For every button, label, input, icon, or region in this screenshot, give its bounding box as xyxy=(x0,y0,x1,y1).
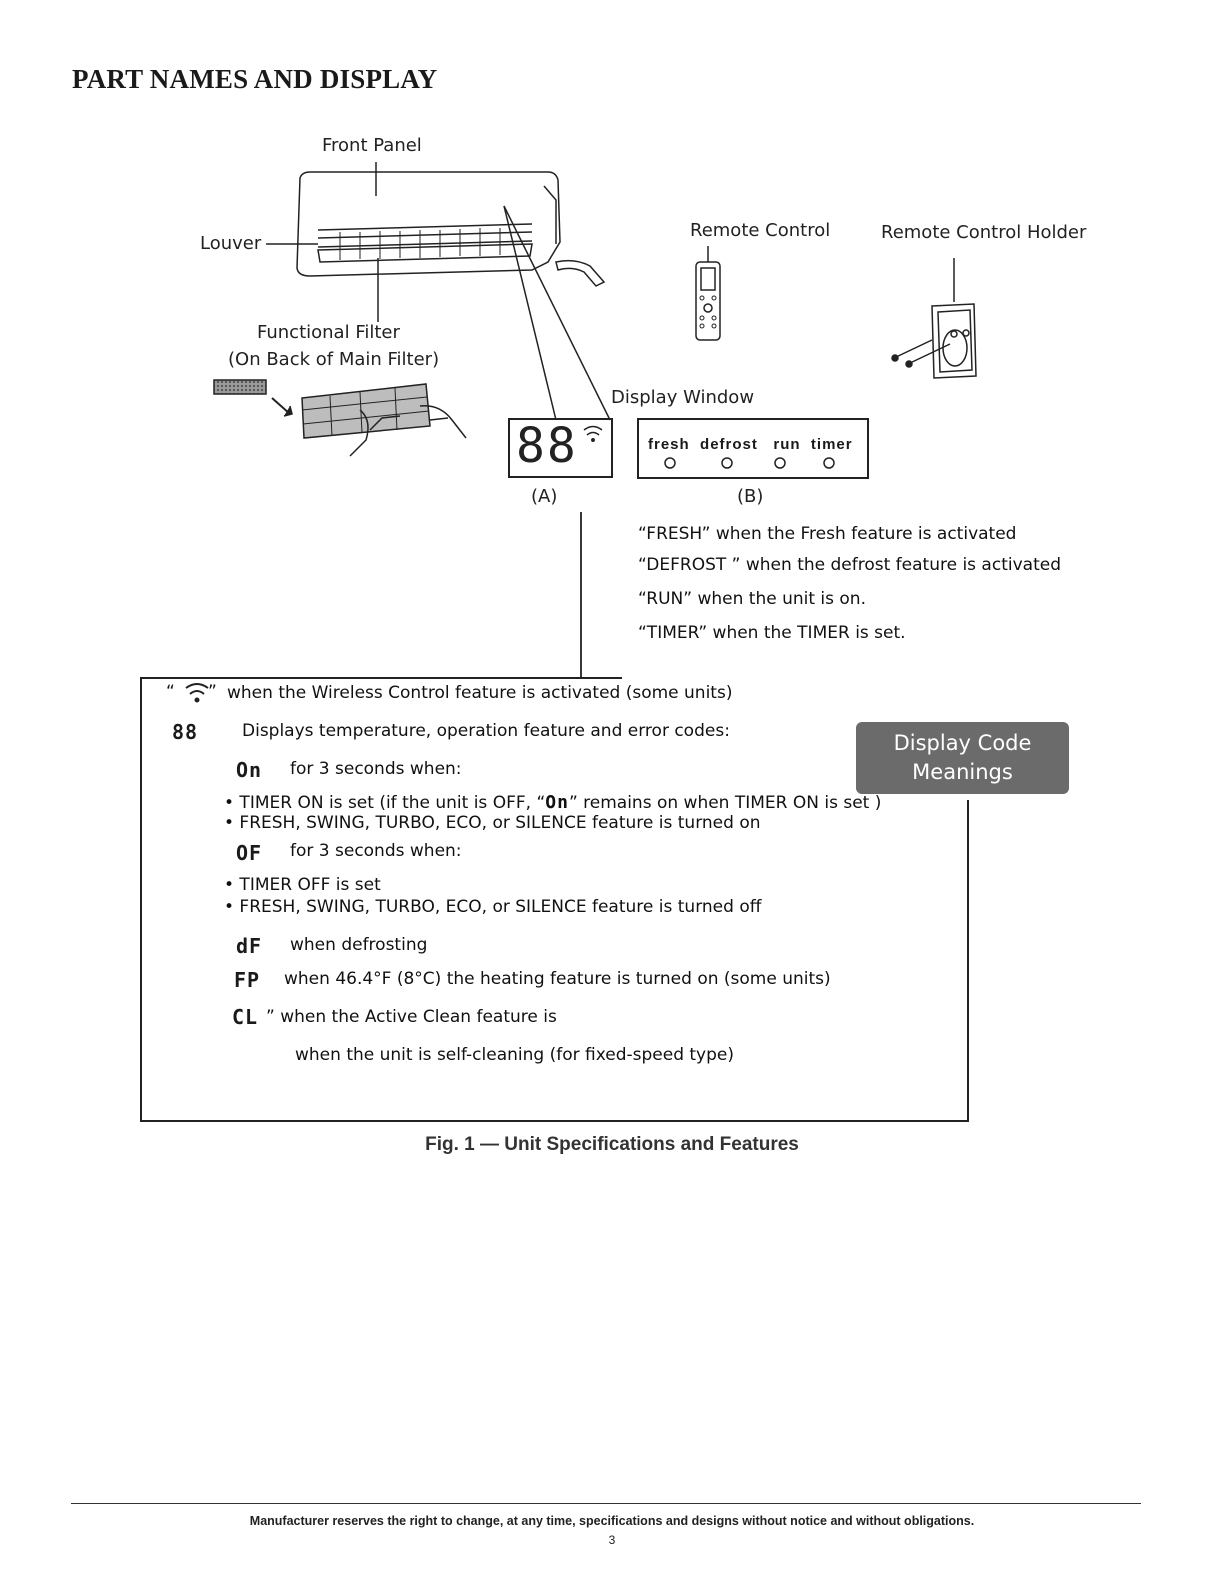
code-on-bullet1-a: • TIMER ON is set (if the unit is OFF, “ xyxy=(224,793,546,813)
code-cl-line2: when the unit is self-cleaning (for fixe… xyxy=(295,1045,734,1065)
code-88: 88 xyxy=(172,720,199,744)
code-on-bullet1: • TIMER ON is set (if the unit is OFF, “… xyxy=(224,792,881,813)
indicator-defrost-light xyxy=(721,457,733,469)
indicator-timer: timer xyxy=(810,436,853,453)
code-fp-text: when 46.4°F (8°C) the heating feature is… xyxy=(284,969,831,989)
indicator-run: run xyxy=(773,436,801,453)
footer-text: Manufacturer reserves the right to chang… xyxy=(249,1514,975,1528)
code-on-text: for 3 seconds when: xyxy=(290,759,462,779)
code-of-bullet1: • TIMER OFF is set xyxy=(224,875,381,895)
note-defrost: “DEFROST ” when the defrost feature is a… xyxy=(638,555,1061,575)
page-number: 3 xyxy=(608,1533,616,1547)
indicator-labels: fresh defrost run timer xyxy=(648,436,853,453)
indicator-fresh-light xyxy=(664,457,676,469)
label-front-panel: Front Panel xyxy=(322,135,422,156)
code-of-bullet2: • FRESH, SWING, TURBO, ECO, or SILENCE f… xyxy=(224,897,762,917)
display-digits: 88 xyxy=(516,418,578,474)
indicator-fresh: fresh xyxy=(648,436,690,453)
figure-caption: Fig. 1 — Unit Specifications and Feature… xyxy=(425,1134,799,1155)
label-panel-a: (A) xyxy=(531,486,558,507)
note-fresh: “FRESH” when the Fresh feature is activa… xyxy=(638,524,1017,544)
code-df: dF xyxy=(236,934,263,958)
label-display-window: Display Window xyxy=(611,387,755,408)
pipe-icon xyxy=(555,259,606,287)
badge-line1: Display Code xyxy=(893,731,1032,755)
badge-line2: Meanings xyxy=(912,760,1013,784)
code-on: On xyxy=(236,758,263,782)
code-88-text: Displays temperature, operation feature … xyxy=(242,721,730,741)
code-cl: CL xyxy=(232,1005,259,1029)
wireless-text: when the Wireless Control feature is act… xyxy=(227,683,733,703)
label-functional-filter: Functional Filter xyxy=(257,322,400,343)
label-filter-note: (On Back of Main Filter) xyxy=(228,349,440,370)
note-run: “RUN” when the unit is on. xyxy=(638,589,866,609)
filter-panel-icon xyxy=(301,383,431,439)
code-of-text: for 3 seconds when: xyxy=(290,841,462,861)
code-df-text: when defrosting xyxy=(290,935,428,955)
display-window-b xyxy=(637,418,869,479)
indoor-unit-icon xyxy=(296,171,561,277)
display-codes-box xyxy=(140,677,969,1122)
label-louver: Louver xyxy=(200,233,262,254)
hand-icon xyxy=(349,409,401,457)
footer-divider xyxy=(71,1503,1141,1504)
remote-holder-icon xyxy=(931,303,977,379)
wifi-icon xyxy=(185,683,209,703)
wifi-icon-display xyxy=(583,425,603,442)
label-remote-control-holder: Remote Control Holder xyxy=(881,222,1087,243)
wireless-quote-open: “ xyxy=(166,682,175,702)
note-timer: “TIMER” when the TIMER is set. xyxy=(638,623,906,643)
label-panel-b: (B) xyxy=(737,486,764,507)
code-on-bullet1-b: ” remains on when TIMER ON is set ) xyxy=(568,793,882,813)
indicator-timer-light xyxy=(823,457,835,469)
indicator-defrost: defrost xyxy=(700,436,758,453)
screw-icon xyxy=(893,339,951,365)
remote-control-icon xyxy=(695,261,721,341)
display-window-a xyxy=(508,418,613,478)
code-on-inline: On xyxy=(545,792,569,813)
wireless-quote-close: ” xyxy=(208,682,217,702)
label-remote-control: Remote Control xyxy=(690,220,831,241)
code-fp: FP xyxy=(234,968,261,992)
code-cl-text: ” when the Active Clean feature is xyxy=(266,1007,557,1027)
filter-strip-icon xyxy=(213,379,267,395)
display-code-meanings-badge: Display Code Meanings xyxy=(856,722,1069,794)
page-title: PART NAMES AND DISPLAY xyxy=(72,64,438,94)
code-of: OF xyxy=(236,841,263,865)
indicator-run-light xyxy=(774,457,786,469)
code-on-bullet2: • FRESH, SWING, TURBO, ECO, or SILENCE f… xyxy=(224,813,761,833)
